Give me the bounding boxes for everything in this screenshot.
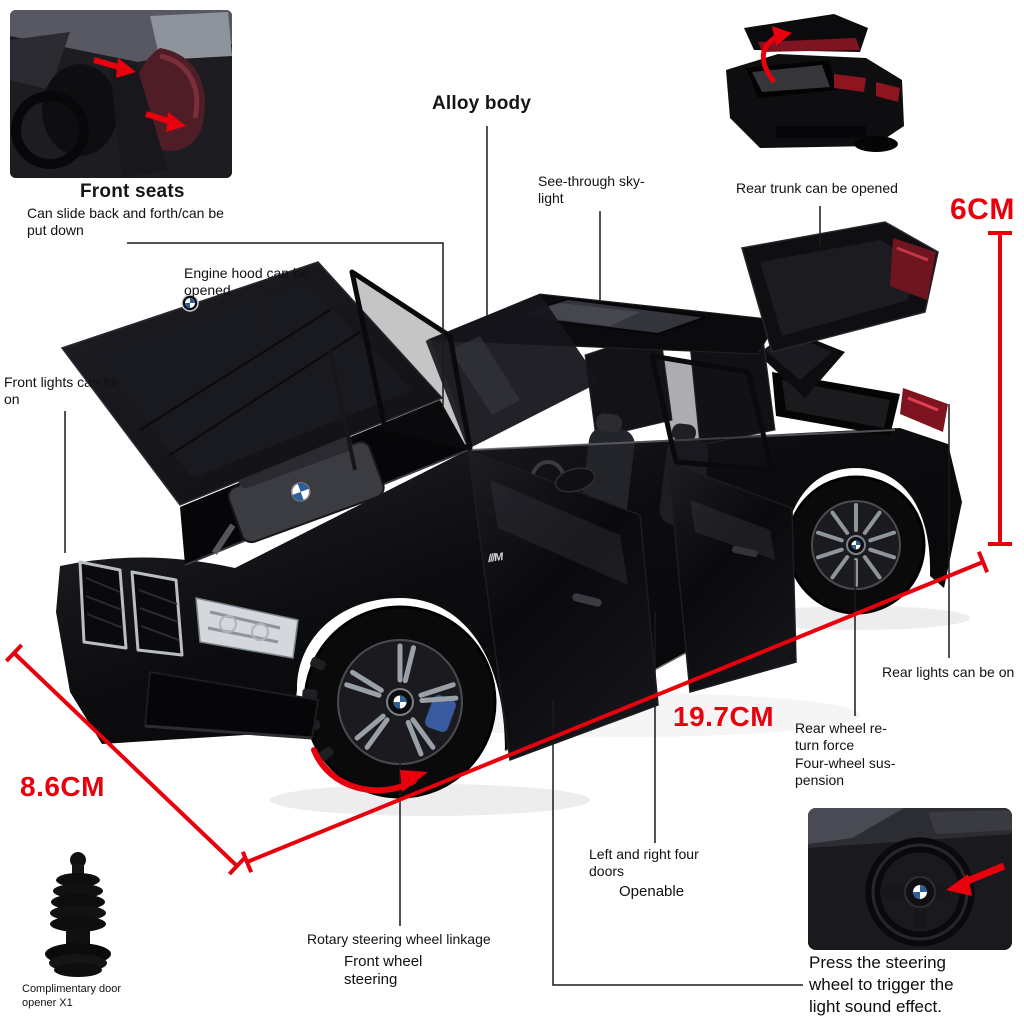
length-dimension: 19.7CM [673,701,775,732]
trunk-lid-tail-light [890,238,936,300]
seat-fold-arrow-icon [145,111,186,132]
steering-inset-caption: Press the steering wheel to trigger the … [809,953,954,1016]
width-dimension-line [12,651,239,868]
steering-wheel-shape [11,91,89,169]
steering-wheel-photo-art [808,808,1012,950]
tail-light [900,388,948,432]
door-opener-caption: Complimentary door opener X1 [22,983,122,1009]
front-seats-caption: Can slide back and forth/can be put down [27,205,224,238]
door-opener-art [45,852,111,977]
front-rim-spokes [344,643,459,757]
rear-door-window-frame [649,353,775,473]
rear-wheel [786,475,926,615]
windshield [425,294,600,449]
callout-lines [64,126,950,986]
callout-line-front-seats [127,242,444,407]
engine-block [211,433,385,555]
skylight-glass [511,297,707,336]
wheel-rotation-arrow-icon [311,747,428,794]
trunk-open-arrow-icon [760,26,792,84]
side-mirror [554,467,596,493]
four-doors-label: Left and right four doors [589,846,699,879]
rear-trunk-label: Rear trunk can be opened [736,180,898,196]
far-side-doors [584,329,776,446]
suspension-label: Four-wheel sus- pension [795,755,896,788]
openable-label: Openable [619,883,685,900]
open-hood [60,261,444,506]
open-rear-door [667,460,797,693]
alloy-body-label: Alloy body [432,93,532,114]
door-opener-photo [30,850,125,990]
engine-bay [180,400,469,566]
front-fascia [78,560,320,740]
open-front-door [467,448,659,762]
press-horn-arrow-icon [946,862,1006,896]
height-dimension: 6CM [950,193,1015,226]
front-seats-heading: Front seats [80,181,185,202]
front-lights-label: Front lights can be on [4,374,120,407]
kidney-grille-left [78,560,128,650]
front-wheel-steering-label: Front wheel steering [344,953,423,988]
length-dimension-line [246,560,984,864]
skylight-label: See-through sky- light [538,173,645,206]
engine-hood-label: Engine hood can be opened [184,265,309,298]
rear-trunk-photo [716,8,912,168]
rear-lights-label: Rear lights can be on [882,664,1015,680]
open-trunk-lid [741,221,939,353]
front-wheel [302,605,497,799]
front-seats-photo-art [10,10,232,178]
headlight [195,597,299,659]
dimension-lines [4,231,1012,876]
beltline-trim [469,429,896,451]
m-badge: ///M [487,551,504,565]
width-dimension: 8.6CM [20,771,105,802]
seat-adjust-arrow-icon [93,57,136,78]
steering-linkage-label: Rotary steering wheel linkage [307,931,491,947]
front-door-window-frame [349,269,473,451]
rear-rim-spokes [815,503,897,587]
front-seats-photo [10,10,232,178]
rear-wheel-return-label: Rear wheel re- turn force [795,720,887,753]
rear-trunk-photo-art [726,14,904,152]
hood-prop-rod [328,349,357,471]
steering-wheel-photo [808,808,1012,950]
rear-section [758,330,948,436]
callout-line-steering-inset [552,700,803,986]
